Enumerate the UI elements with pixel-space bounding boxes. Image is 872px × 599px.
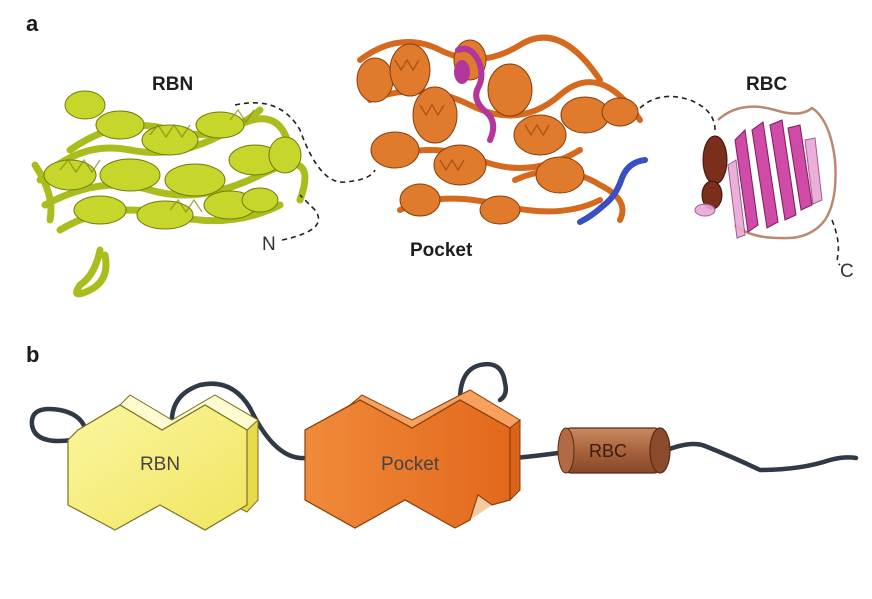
rbc-title: RBC <box>746 74 787 95</box>
pocket-block <box>304 389 521 529</box>
pocket-structure-image <box>356 34 648 225</box>
rbn-block <box>67 394 259 531</box>
panel-b-letter: b <box>26 342 39 367</box>
c-terminus-label: C <box>840 261 854 282</box>
rbn-block-label: RBN <box>140 454 180 475</box>
n-terminus-label: N <box>262 234 276 255</box>
rbc-structure-image <box>694 105 837 240</box>
c-terminus-linker <box>831 219 841 266</box>
rbn-title: RBN <box>152 74 193 95</box>
rbn-pocket-linker <box>234 101 376 183</box>
rbc-cylinder-label: RBC <box>589 441 627 461</box>
pocket-title: Pocket <box>410 240 473 261</box>
n-terminus-linker <box>281 194 320 241</box>
panel-a-letter: a <box>26 11 39 36</box>
pocket-block-label: Pocket <box>381 454 440 475</box>
blue-peptide <box>577 157 648 225</box>
rbc-cylinder <box>557 427 671 474</box>
pocket-rbc-linker <box>639 95 716 131</box>
rbn-structure-image <box>31 90 309 298</box>
magenta-peptide <box>455 45 497 143</box>
